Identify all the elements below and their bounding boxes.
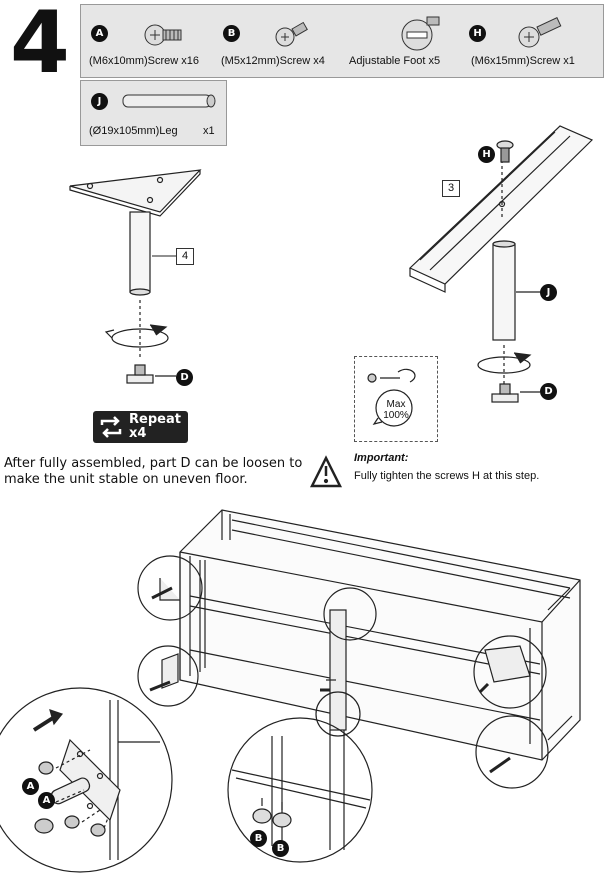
part-badge-b: B [223,25,240,42]
leg-part-box: J (Ø19x105mm)Leg x1 [80,80,227,146]
repeat-label: Repeat [129,412,181,427]
label-a-2: A [38,792,55,809]
screw-icon [144,24,182,46]
part-qty-j: x1 [203,125,215,137]
adjustable-foot-icon [401,16,440,51]
torque-max: Max [386,399,406,410]
part-label-h: (M6x15mm)Screw x1 [471,55,575,67]
callout-leg-plate: 4 [176,248,194,265]
loosen-note: After fully assembled, part D can be loo… [4,456,303,487]
torque-percent: 100% [383,410,409,421]
label-d-right: D [540,383,557,400]
repeat-count: x4 [129,426,147,441]
part-label-foot: Adjustable Foot x5 [349,55,441,67]
part-badge-a: A [91,25,108,42]
repeat-badge: Repeat x4 [93,411,188,443]
torque-detail: Max 100% [354,356,438,442]
label-a-1: A [22,778,39,795]
label-b-2: B [272,840,289,857]
leg-icon [122,94,216,108]
repeat-icon [100,416,122,438]
label-h: H [478,146,495,163]
screw-icon [275,21,308,47]
parts-list: A (M6x10mm)Screw x16 B (M5x12mm)Screw x4… [80,4,604,78]
important-title: Important: [354,452,409,464]
callout-rail: 3 [442,180,460,197]
label-j: J [540,284,557,301]
part-label-a: (M6x10mm)Screw x16 [89,55,200,67]
part-label-b: (M5x12mm)Screw x4 [221,55,325,67]
label-b-1: B [250,830,267,847]
label-d-left: D [176,369,193,386]
part-badge-h: H [469,25,486,42]
important-text: Fully tighten the screws H at this step. [354,470,540,482]
part-badge-j: J [91,93,108,110]
step-number: 4 [10,0,70,93]
part-label-j: (Ø19x105mm)Leg [89,125,178,137]
screw-icon [518,17,562,48]
